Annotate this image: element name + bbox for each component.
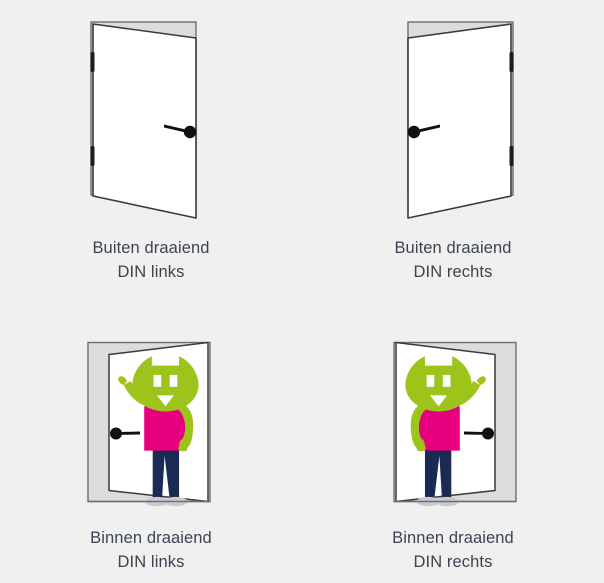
caption-line-2: DIN links — [117, 262, 185, 281]
caption-line-2: DIN rechts — [413, 262, 493, 281]
door-handle-icon — [407, 124, 440, 139]
panel-caption: Buiten draaiend DIN links — [92, 237, 209, 285]
panel-binnen-din-links: Binnen draaiend DIN links — [0, 291, 302, 583]
panel-caption: Binnen draaiend DIN links — [90, 527, 212, 575]
door-outward-left-illustration — [36, 16, 266, 231]
panel-buiten-din-rechts: Buiten draaiend DIN rechts — [302, 0, 604, 291]
panel-buiten-din-links: Buiten draaiend DIN links — [0, 0, 302, 291]
caption-line-1: Binnen draaiend — [392, 529, 514, 547]
caption-line-1: Binnen draaiend — [90, 529, 212, 547]
door-hinge-bottom — [509, 146, 514, 166]
caption-line-1: Buiten draaiend — [394, 239, 512, 257]
door-handle-icon — [164, 124, 197, 139]
panel-caption: Binnen draaiend DIN rechts — [392, 527, 514, 575]
door-handle-icon — [110, 427, 140, 440]
door-inward-right-illustration — [338, 331, 568, 521]
mascot-figure — [405, 356, 486, 507]
caption-line-2: DIN links — [117, 552, 185, 571]
mascot-figure — [118, 356, 199, 507]
door-hinge-bottom — [90, 146, 95, 166]
caption-line-2: DIN rechts — [413, 552, 493, 571]
panel-binnen-din-rechts: Binnen draaiend DIN rechts — [302, 291, 604, 583]
door-leaf — [92, 23, 197, 219]
panel-caption: Buiten draaiend DIN rechts — [394, 237, 511, 285]
door-hinge-top — [90, 52, 95, 72]
door-outward-right-illustration — [338, 16, 568, 231]
caption-line-1: Buiten draaiend — [92, 239, 210, 257]
door-inward-left-illustration — [36, 331, 266, 521]
door-leaf — [407, 23, 512, 219]
door-hinge-top — [509, 52, 514, 72]
door-handle-icon — [464, 427, 494, 440]
